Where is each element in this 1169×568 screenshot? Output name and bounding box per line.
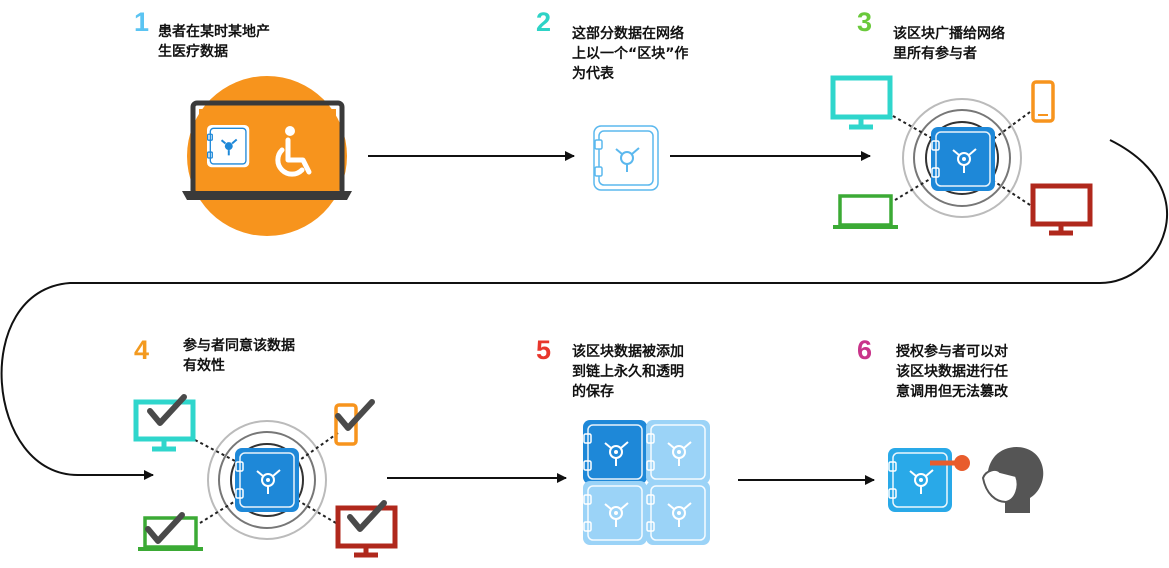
- block-icon: [887, 447, 953, 513]
- block-icon: [645, 419, 711, 485]
- block-icon: [645, 480, 711, 546]
- key-icon: [930, 455, 970, 471]
- consensus-network: [133, 397, 398, 558]
- laptop-illustration: [182, 76, 352, 236]
- phone-icon: [334, 403, 358, 446]
- monitor-icon: [830, 75, 893, 130]
- masked-head-icon: [981, 447, 1044, 513]
- wheelchair-icon: [275, 126, 312, 177]
- block-icon: [593, 125, 659, 191]
- step-number: 2: [536, 7, 552, 37]
- step-number: 1: [134, 7, 150, 37]
- step-number: 4: [134, 335, 150, 365]
- step-label: 该区块数据被添加 到链上永久和透明 的保存: [572, 344, 684, 400]
- step-label: 患者在某时某地产 生医疗数据: [158, 24, 270, 60]
- laptop-icon: [138, 516, 203, 551]
- block-chain-grid: [582, 419, 711, 546]
- broadcast-network: [830, 75, 1093, 236]
- monitor-icon: [1030, 183, 1093, 236]
- step-number: 3: [857, 7, 873, 37]
- laptop-icon: [833, 194, 898, 229]
- block-icon: [207, 125, 250, 168]
- step-label: 授权参与者可以对 该区块数据进行任 意调用但无法篡改: [896, 344, 1008, 400]
- connector-curve: [0, 139, 1169, 480]
- authorized-access: [887, 447, 1044, 513]
- block-icon: [234, 447, 300, 513]
- phone-icon: [1031, 80, 1055, 123]
- block-icon: [930, 126, 996, 192]
- step-label: 参与者同意该数据 有效性: [183, 338, 295, 374]
- block-icon: [582, 480, 648, 546]
- step-number: 5: [536, 335, 552, 365]
- monitor-icon: [133, 399, 196, 452]
- step-label: 这部分数据在网络 上以一个“区块”作 为代表: [572, 26, 689, 82]
- monitor-icon: [335, 505, 398, 558]
- step-number: 6: [857, 335, 873, 365]
- block-icon: [582, 419, 648, 485]
- step-label: 该区块广播给网络 里所有参与者: [893, 26, 1005, 62]
